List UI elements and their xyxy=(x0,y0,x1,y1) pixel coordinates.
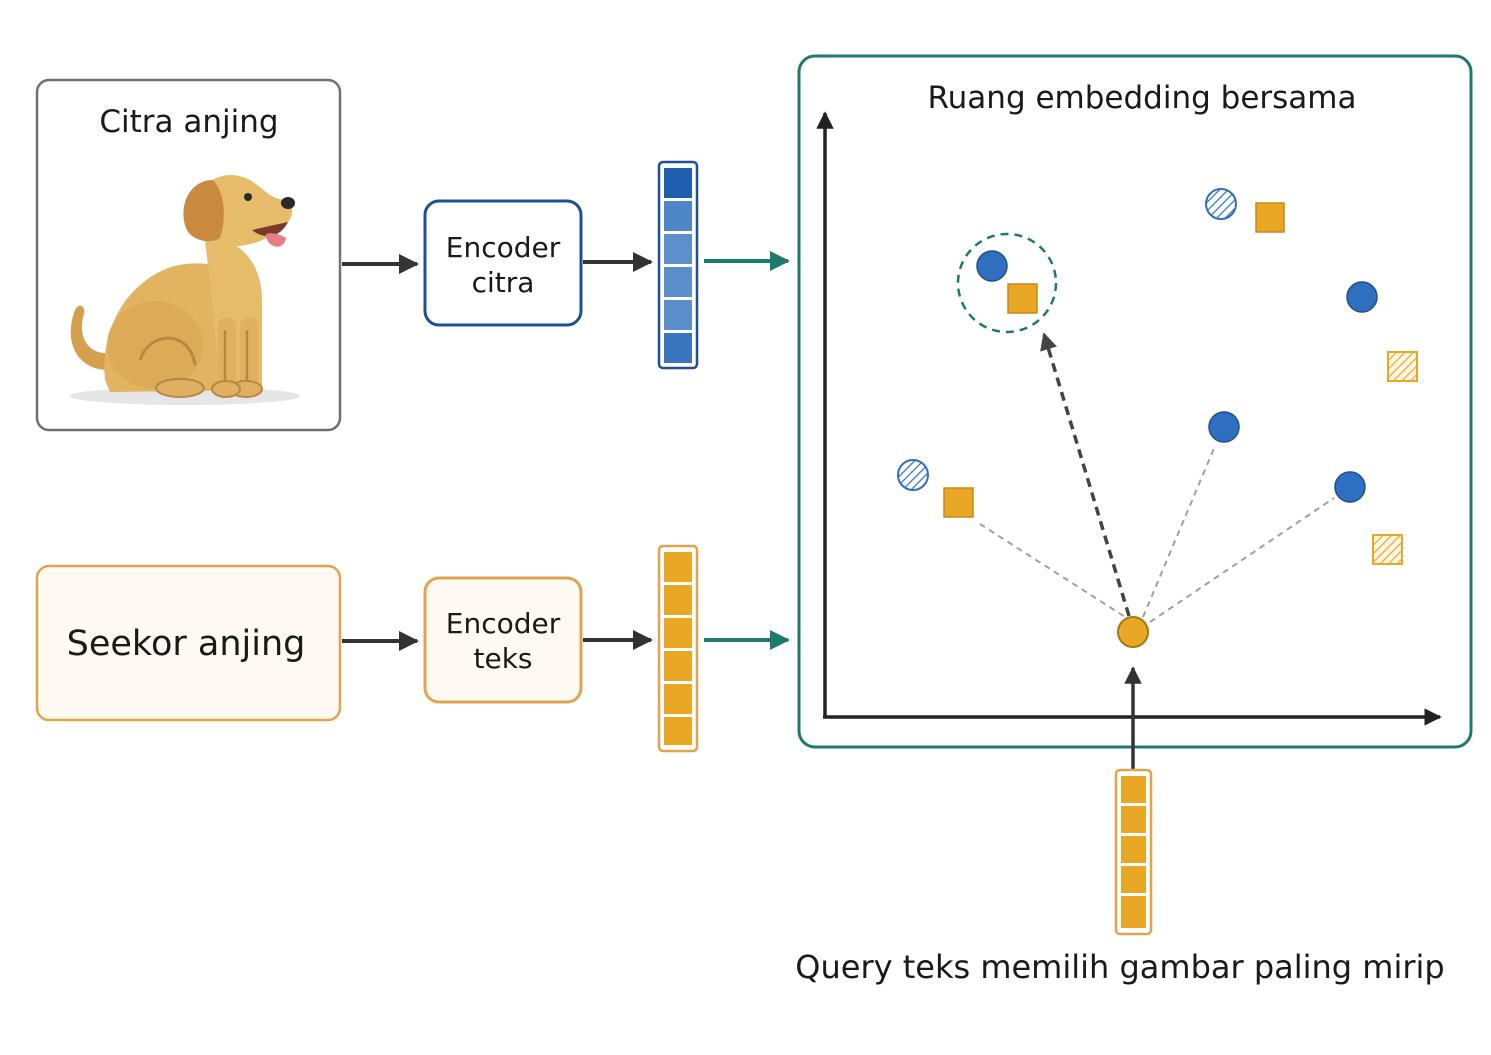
image-encoder-line2: citra xyxy=(472,266,535,299)
text-embedding-vector xyxy=(657,544,699,753)
embedding-space-panel: Ruang embedding bersama xyxy=(797,54,1473,749)
query-embedding-vector xyxy=(1114,768,1153,936)
image-panel-title: Citra anjing xyxy=(99,104,278,140)
image-embedding-point xyxy=(976,250,1008,282)
similarity-line xyxy=(979,523,1134,623)
query-text-point xyxy=(1117,616,1149,648)
text-input-panel: Seekor anjing xyxy=(35,564,342,722)
text-embedding-point xyxy=(1007,283,1038,314)
similarity-line xyxy=(1142,445,1216,618)
hatched-image-point xyxy=(897,459,929,491)
image-encoder-box: Encoder citra xyxy=(423,199,583,327)
text-panel-text: Seekor anjing xyxy=(67,624,306,664)
image-embedding-point xyxy=(1346,281,1378,313)
image-input-panel: Citra anjing xyxy=(35,78,342,432)
image-embedding-point xyxy=(1334,471,1366,503)
dog-illustration xyxy=(70,174,300,405)
best-match-arrow xyxy=(1040,332,1131,617)
hatched-text-point xyxy=(1387,351,1418,382)
hatched-text-point xyxy=(1372,534,1403,565)
text-encoder-line1: Encoder xyxy=(446,607,561,640)
text-embedding-point xyxy=(1255,202,1285,233)
caption: Query teks memilih gambar paling mirip xyxy=(795,948,1444,986)
text-encoder-box: Encoder teks xyxy=(423,576,583,704)
similarity-line xyxy=(1149,497,1335,623)
best-match-highlight xyxy=(956,232,1058,334)
text-embedding-point xyxy=(943,487,974,518)
embedding-space-title: Ruang embedding bersama xyxy=(928,80,1357,116)
text-encoder-line2: teks xyxy=(473,642,532,675)
hatched-image-point xyxy=(1205,188,1237,220)
image-encoder-line1: Encoder xyxy=(446,231,561,264)
image-embedding-vector xyxy=(657,160,699,370)
image-embedding-point xyxy=(1208,411,1240,443)
